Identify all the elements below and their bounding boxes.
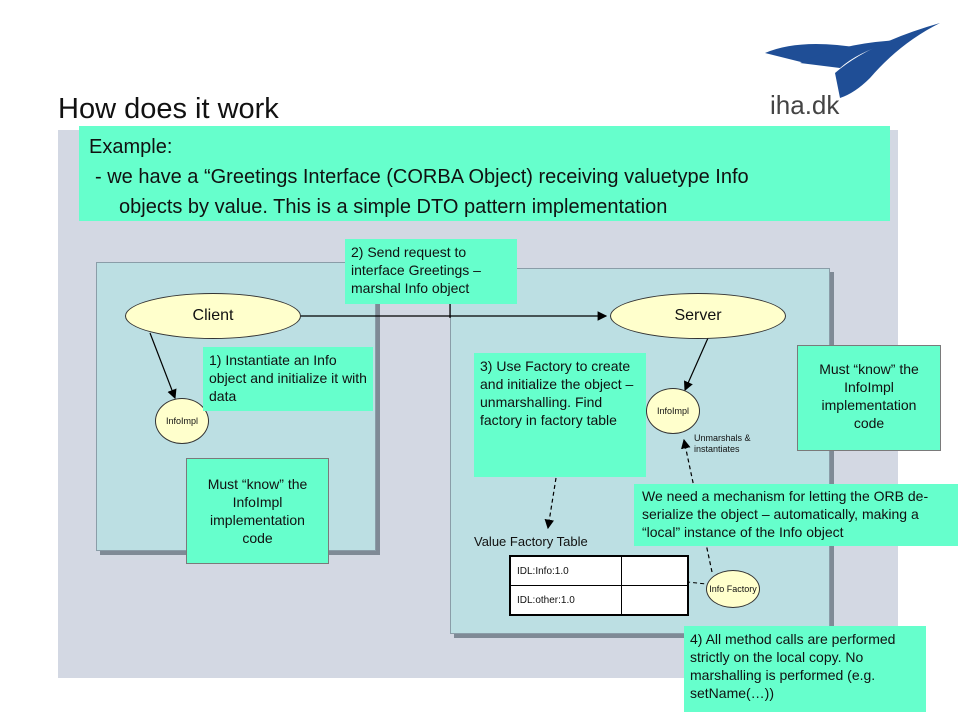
example-heading: Example: — [89, 136, 173, 158]
info-factory-label: Info Factory — [709, 583, 757, 594]
server-must-know-note: Must “know” the InfoImpl implementation … — [797, 345, 941, 451]
table-cell-key: IDL:other:1.0 — [509, 585, 622, 616]
logo-wings-icon — [765, 23, 940, 98]
step1-note: 1) Instantiate an Info object and initia… — [203, 347, 373, 411]
server-node: Server — [610, 293, 786, 339]
example-line-1: - we have a “Greetings Interface (CORBA … — [95, 166, 749, 188]
factory-table: IDL:Info:1.0 IDL:other:1.0 — [509, 555, 689, 616]
iha-logo: iha.dk — [740, 18, 950, 128]
server-infoimpl-label: InfoImpl — [656, 405, 689, 416]
example-box: Example: - we have a “Greetings Interfac… — [79, 126, 890, 221]
table-cell-value — [621, 555, 689, 586]
mechanism-note: We need a mechanism for letting the ORB … — [634, 484, 958, 546]
factory-table-caption: Value Factory Table — [474, 534, 588, 549]
client-infoimpl-label: InfoImpl — [165, 415, 198, 426]
step4-note: 4) All method calls are performed strict… — [684, 626, 926, 712]
server-infoimpl-node: InfoImpl — [646, 388, 700, 434]
table-row: IDL:other:1.0 — [509, 585, 689, 616]
page-title: How does it work — [58, 93, 279, 125]
example-line-2: objects by value. This is a simple DTO p… — [119, 196, 668, 218]
client-must-know-note: Must “know” the InfoImpl implementation … — [186, 458, 329, 564]
client-infoimpl-node: InfoImpl — [155, 398, 209, 444]
table-cell-value — [621, 585, 689, 616]
server-label: Server — [674, 307, 722, 324]
step3-note: 3) Use Factory to create and initialize … — [474, 353, 646, 477]
client-label: Client — [192, 307, 234, 324]
table-cell-key: IDL:Info:1.0 — [509, 555, 622, 586]
table-row: IDL:Info:1.0 — [509, 555, 689, 586]
unmarshals-note: Unmarshals & instantiates — [694, 433, 751, 454]
info-factory-node: Info Factory — [706, 570, 760, 608]
step2-note: 2) Send request to interface Greetings –… — [345, 239, 517, 304]
client-node: Client — [125, 293, 301, 339]
logo-text: iha.dk — [770, 90, 840, 120]
